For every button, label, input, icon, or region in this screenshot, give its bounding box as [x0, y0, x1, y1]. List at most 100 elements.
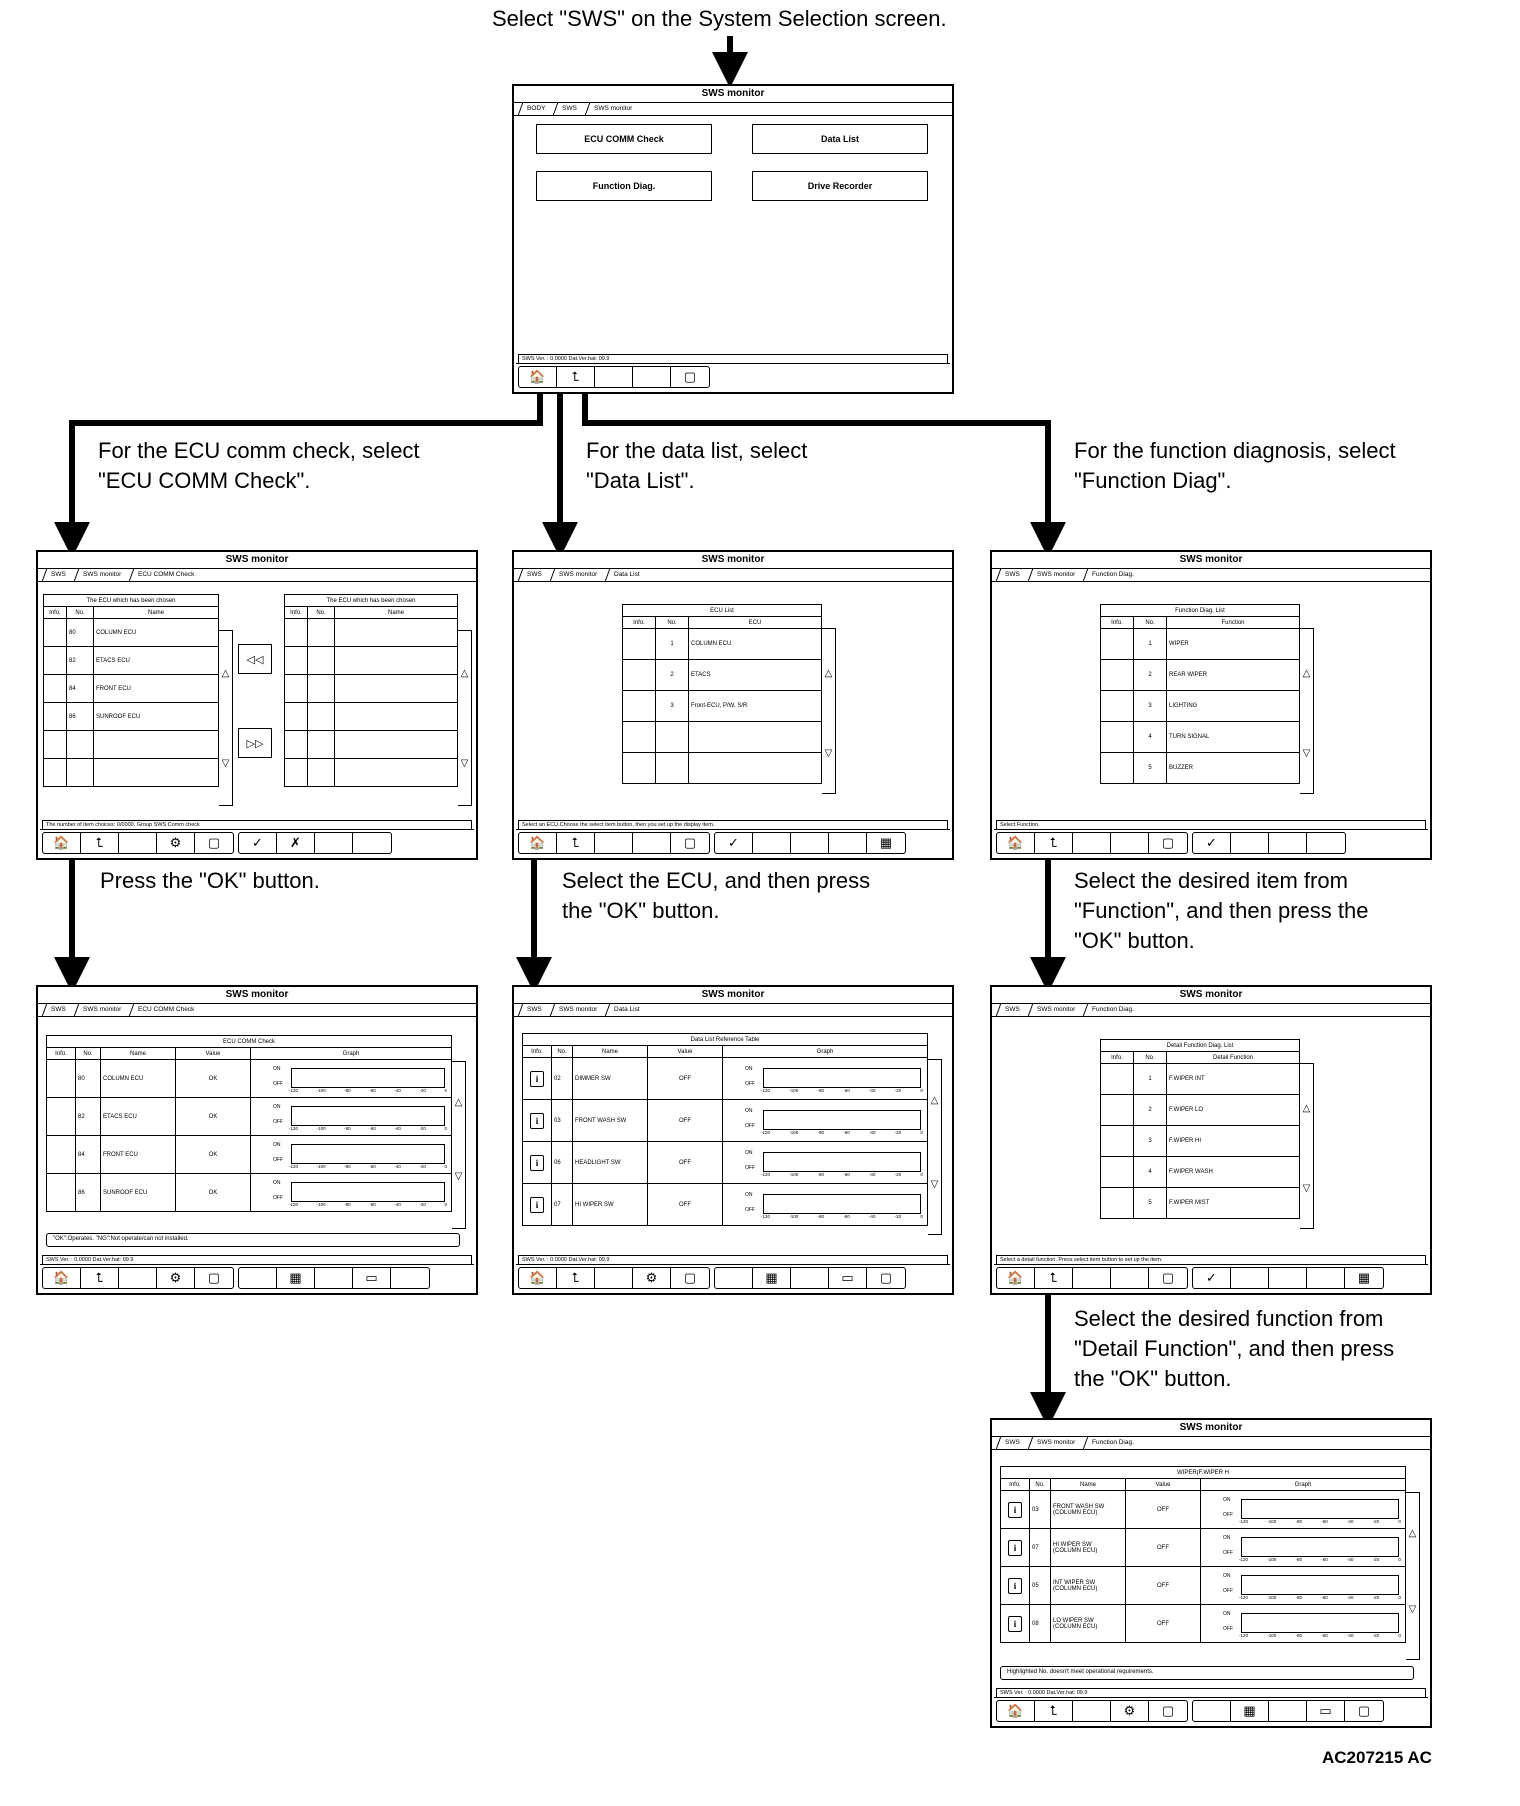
- crumb[interactable]: SWS: [41, 569, 76, 581]
- empty-button[interactable]: [753, 833, 791, 853]
- scrollbar[interactable]: △ ▽: [1406, 1492, 1420, 1660]
- empty-button[interactable]: [1231, 833, 1269, 853]
- crumb[interactable]: SWS: [41, 1004, 76, 1016]
- empty-button[interactable]: [791, 833, 829, 853]
- empty-button[interactable]: [315, 833, 353, 853]
- empty-button[interactable]: [315, 1268, 353, 1288]
- ok-icon[interactable]: ✓: [715, 833, 753, 853]
- scroll-down-icon[interactable]: ▽: [1408, 1604, 1417, 1615]
- back-icon[interactable]: ⮤: [557, 1268, 595, 1288]
- info-icon[interactable]: i: [1008, 1577, 1022, 1594]
- table-icon[interactable]: ▦: [1231, 1701, 1269, 1721]
- move-left-button[interactable]: ◁◁: [238, 644, 272, 674]
- scroll-down-icon[interactable]: ▽: [460, 758, 469, 769]
- crumb[interactable]: SWS: [517, 1004, 552, 1016]
- copy-icon[interactable]: ▢: [1161, 1270, 1175, 1285]
- scroll-down-icon[interactable]: ▽: [824, 748, 833, 759]
- info-icon[interactable]: i: [530, 1070, 544, 1087]
- scroll-up-icon[interactable]: △: [1302, 1103, 1311, 1114]
- scrollbar[interactable]: △ ▽: [928, 1059, 942, 1235]
- home-icon[interactable]: 🏠: [43, 833, 81, 853]
- info-icon[interactable]: i: [530, 1196, 544, 1213]
- scroll-down-icon[interactable]: ▽: [1302, 1183, 1311, 1194]
- monitor-icon[interactable]: ▭: [829, 1268, 867, 1288]
- scroll-down-icon[interactable]: ▽: [1302, 748, 1311, 759]
- info-icon[interactable]: i: [530, 1112, 544, 1129]
- scroll-up-icon[interactable]: △: [1408, 1528, 1417, 1539]
- back-icon[interactable]: ⮤: [81, 1268, 119, 1288]
- data-list-button[interactable]: Data List: [752, 124, 928, 154]
- back-icon[interactable]: ⮤: [1035, 1701, 1073, 1721]
- back-icon[interactable]: ⮤: [557, 367, 595, 387]
- empty-button[interactable]: [1269, 833, 1307, 853]
- home-icon[interactable]: 🏠: [43, 1268, 81, 1288]
- scrollbar[interactable]: △ ▽: [452, 1061, 466, 1229]
- drive-recorder-button[interactable]: Drive Recorder: [752, 171, 928, 201]
- ok-icon[interactable]: ✓: [1193, 1268, 1231, 1288]
- empty-button[interactable]: [119, 1268, 157, 1288]
- copy-icon[interactable]: ▢: [1161, 1703, 1175, 1718]
- scroll-down-icon[interactable]: ▽: [221, 758, 230, 769]
- empty-button[interactable]: [715, 1268, 753, 1288]
- empty-button[interactable]: [595, 1268, 633, 1288]
- empty-button[interactable]: [1111, 833, 1149, 853]
- table-row[interactable]: [43, 730, 219, 759]
- crumb[interactable]: SWS: [995, 1004, 1030, 1016]
- table-row[interactable]: [284, 730, 458, 759]
- scroll-up-icon[interactable]: △: [1302, 668, 1311, 679]
- home-icon[interactable]: 🏠: [519, 367, 557, 387]
- empty-button[interactable]: [1269, 1268, 1307, 1288]
- crumb[interactable]: Data List: [604, 569, 650, 581]
- display-select-icon[interactable]: ▦: [879, 835, 893, 850]
- empty-button[interactable]: [595, 367, 633, 387]
- table-icon[interactable]: ▦: [277, 1268, 315, 1288]
- info-icon[interactable]: i: [1008, 1615, 1022, 1632]
- crumb[interactable]: SWS monitor: [73, 1004, 132, 1016]
- empty-button[interactable]: [595, 833, 633, 853]
- ecu-icon[interactable]: ⚙: [157, 833, 195, 853]
- crumb[interactable]: Function Diag.: [1082, 1437, 1145, 1449]
- table-row[interactable]: [43, 758, 219, 787]
- display-select-icon[interactable]: ▦: [1357, 1270, 1371, 1285]
- empty-button[interactable]: [1073, 833, 1111, 853]
- ecu-icon[interactable]: ⚙: [157, 1268, 195, 1288]
- crumb[interactable]: SWS: [553, 103, 588, 115]
- display-select-icon[interactable]: ▢: [1357, 1703, 1371, 1718]
- monitor-icon[interactable]: ▭: [1307, 1701, 1345, 1721]
- empty-button[interactable]: [633, 367, 671, 387]
- table-row[interactable]: [284, 674, 458, 703]
- crumb[interactable]: SWS monitor: [1027, 1004, 1086, 1016]
- scroll-up-icon[interactable]: △: [824, 668, 833, 679]
- scroll-down-icon[interactable]: ▽: [454, 1171, 463, 1182]
- crumb[interactable]: SWS monitor: [1027, 1437, 1086, 1449]
- crumb[interactable]: ECU COMM Check: [128, 1004, 205, 1016]
- back-icon[interactable]: ⮤: [1035, 1268, 1073, 1288]
- crumb[interactable]: SWS monitor: [73, 569, 132, 581]
- ok-icon[interactable]: ✓: [239, 833, 277, 853]
- home-icon[interactable]: 🏠: [519, 833, 557, 853]
- crumb[interactable]: SWS monitor: [549, 569, 608, 581]
- crumb[interactable]: Function Diag.: [1082, 569, 1145, 581]
- monitor-icon[interactable]: ▭: [353, 1268, 391, 1288]
- back-icon[interactable]: ⮤: [81, 833, 119, 853]
- table-row[interactable]: [284, 618, 458, 647]
